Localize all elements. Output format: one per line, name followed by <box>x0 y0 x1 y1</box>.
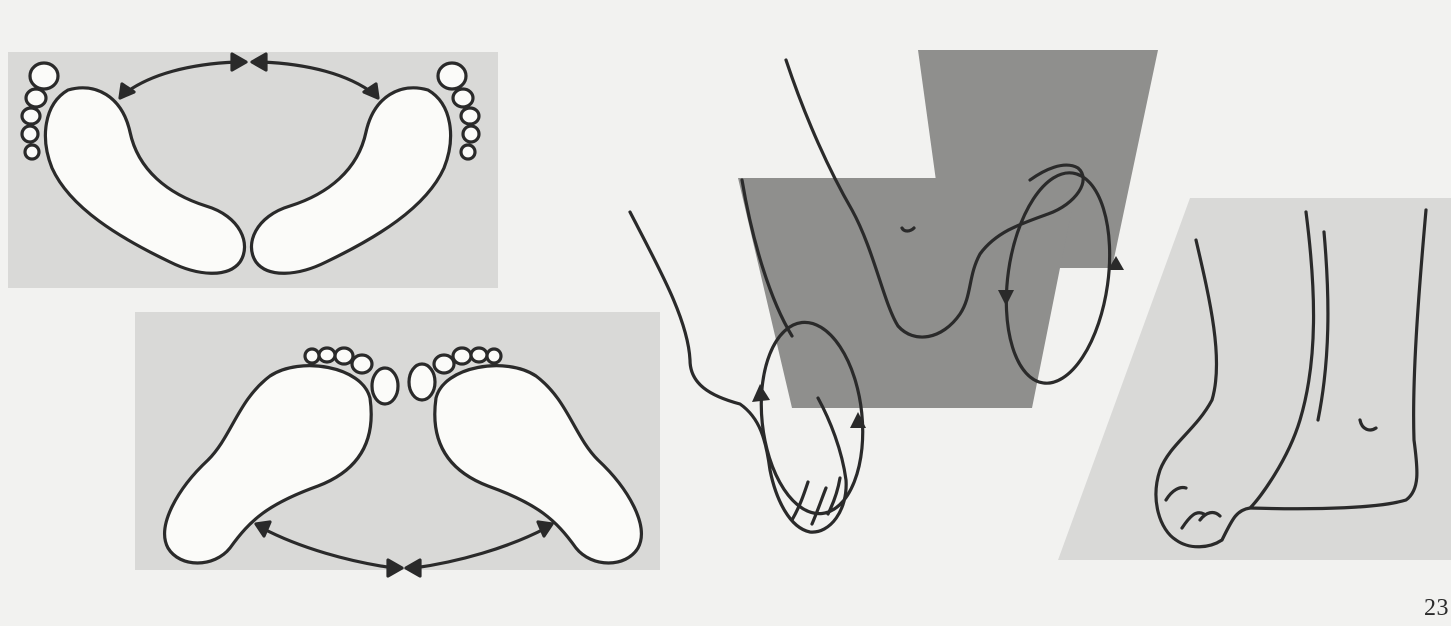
toes-outline <box>792 478 840 524</box>
toe <box>372 368 398 404</box>
toe <box>461 145 475 159</box>
toe <box>463 126 479 142</box>
toe <box>461 108 479 124</box>
toe <box>453 89 473 107</box>
toe <box>25 145 39 159</box>
toe <box>453 348 471 364</box>
toe <box>30 63 58 89</box>
toe <box>22 108 40 124</box>
toe <box>22 126 38 142</box>
toe <box>409 364 435 400</box>
panel-light-right <box>1058 198 1451 560</box>
toe <box>352 355 372 373</box>
page-number: 23 <box>1424 596 1449 620</box>
arrow-head <box>752 384 770 402</box>
toe <box>434 355 454 373</box>
toe <box>305 349 319 363</box>
toe <box>26 89 46 107</box>
toe <box>438 63 466 89</box>
toe <box>471 348 487 362</box>
toe <box>335 348 353 364</box>
toe <box>487 349 501 363</box>
toe <box>319 348 335 362</box>
